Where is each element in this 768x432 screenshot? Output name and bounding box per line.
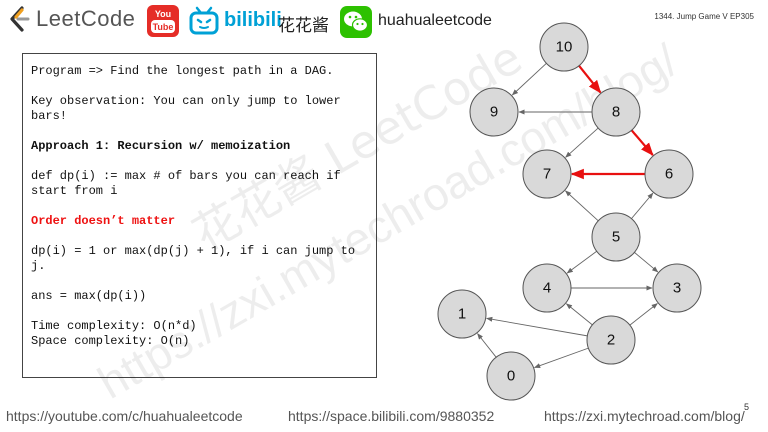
node-circle-7 <box>522 149 572 199</box>
node-7: 7 <box>522 149 572 199</box>
node-circle-6 <box>644 149 694 199</box>
node-0: 0 <box>486 351 536 401</box>
edge-5-to-7 <box>564 190 599 222</box>
order-note: Order doesn’t matter <box>31 214 176 228</box>
footer-youtube-url: https://youtube.com/c/huahualeetcode <box>6 408 243 424</box>
node-circle-3 <box>652 263 702 313</box>
node-circle-2 <box>586 315 636 365</box>
recurrence-line: dp(i) = 1 or max(dp(j) + 1), if i can ju… <box>31 244 363 273</box>
dp-definition-line: def dp(i) := max # of bars you can reach… <box>31 169 348 198</box>
node-9: 9 <box>469 87 519 137</box>
edge-2-to-3 <box>629 303 658 326</box>
brand-name: LeetCode <box>36 6 136 31</box>
leetcode-logo-icon <box>10 6 30 32</box>
node-label-9: 9 <box>490 104 498 121</box>
node-circle-0 <box>486 351 536 401</box>
edge-2-to-1 <box>486 316 588 337</box>
footer-blog-url: https://zxi.mytechroad.com/blog/ <box>544 408 745 424</box>
bilibili-tv-icon <box>189 6 219 35</box>
header: LeetCode You Tube bilibili 花花酱 huahualee… <box>0 0 768 44</box>
node-6: 6 <box>644 149 694 199</box>
brand: LeetCode <box>8 6 135 32</box>
node-8: 8 <box>591 87 641 137</box>
node-label-3: 3 <box>673 280 681 297</box>
program-line: Program => Find the longest path in a DA… <box>31 64 334 78</box>
node-label-7: 7 <box>543 166 551 183</box>
svg-text:Tube: Tube <box>153 22 174 32</box>
bilibili-wordmark: bilibili <box>224 9 282 31</box>
node-label-2: 2 <box>607 332 615 349</box>
time-complexity-line: Time complexity: O(n*d) <box>31 319 197 333</box>
node-label-8: 8 <box>612 104 620 121</box>
node-circle-8 <box>591 87 641 137</box>
footer-bilibili-url: https://space.bilibili.com/9880352 <box>288 408 495 424</box>
edge-5-to-3 <box>634 252 659 273</box>
node-5: 5 <box>591 212 641 262</box>
node-3: 3 <box>652 263 702 313</box>
edge-5-to-6 <box>631 192 654 219</box>
node-label-1: 1 <box>458 306 466 323</box>
edge-8-to-7 <box>565 127 599 158</box>
node-circle-4 <box>522 263 572 313</box>
node-4: 4 <box>522 263 572 313</box>
svg-text:You: You <box>155 9 171 19</box>
node-2: 2 <box>586 315 636 365</box>
node-label-0: 0 <box>507 368 515 385</box>
page-title: 1344. Jump Game V EP305 <box>654 12 754 21</box>
key-observation-line: Key observation: You can only jump to lo… <box>31 94 348 123</box>
edge-2-to-4 <box>565 303 593 326</box>
explanation-box: Program => Find the longest path in a DA… <box>22 53 377 378</box>
node-label-5: 5 <box>612 229 620 246</box>
node-label-4: 4 <box>543 280 551 297</box>
edge-2-to-0 <box>533 347 589 368</box>
node-1: 1 <box>437 289 487 339</box>
edge-8-to-6 <box>630 129 654 157</box>
slide-number: 5 <box>744 402 750 412</box>
wechat-icon <box>340 6 372 38</box>
space-complexity-line: Space complexity: O(n) <box>31 334 190 348</box>
node-circle-5 <box>591 212 641 262</box>
node-circle-9 <box>469 87 519 137</box>
edge-10-to-9 <box>511 63 547 96</box>
edge-10-to-8 <box>578 65 602 94</box>
node-circle-1 <box>437 289 487 339</box>
answer-line: ans = max(dp(i)) <box>31 289 147 303</box>
edge-5-to-4 <box>566 250 597 274</box>
approach-title: Approach 1: Recursion w/ memoization <box>31 139 291 153</box>
channel-name-cn: 花花酱 <box>278 16 329 36</box>
node-label-6: 6 <box>665 166 673 183</box>
wechat-account-name: huahualeetcode <box>378 12 492 29</box>
youtube-icon: You Tube <box>147 5 179 37</box>
edge-0-to-1 <box>477 333 497 358</box>
